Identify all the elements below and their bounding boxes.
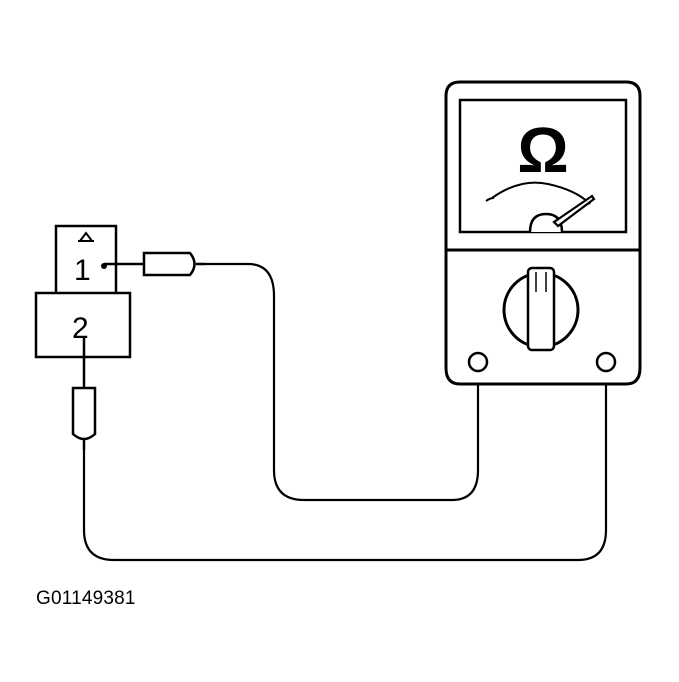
- probe-terminal-2: [71, 338, 97, 450]
- figure-code: G01149381: [36, 588, 136, 609]
- meter-selector-pointer: [526, 266, 556, 352]
- meter-jack-right: [595, 351, 617, 373]
- ohm-symbol: Ω: [517, 114, 568, 186]
- test-leads: [82, 262, 608, 562]
- meter-needle: [552, 194, 596, 228]
- lead-terminal-1-to-meter: [205, 262, 480, 502]
- meter-scale-arc: [491, 181, 591, 205]
- meter-jack-left: [467, 351, 489, 373]
- meter-display-window: [458, 98, 628, 234]
- connector: [34, 224, 132, 359]
- probe-terminal-1: [104, 251, 205, 277]
- terminal-2-label: 2: [72, 312, 89, 345]
- lead-terminal-2-to-meter: [82, 366, 608, 562]
- terminal-1-label: 1: [74, 254, 91, 287]
- ohmmeter: [444, 80, 642, 386]
